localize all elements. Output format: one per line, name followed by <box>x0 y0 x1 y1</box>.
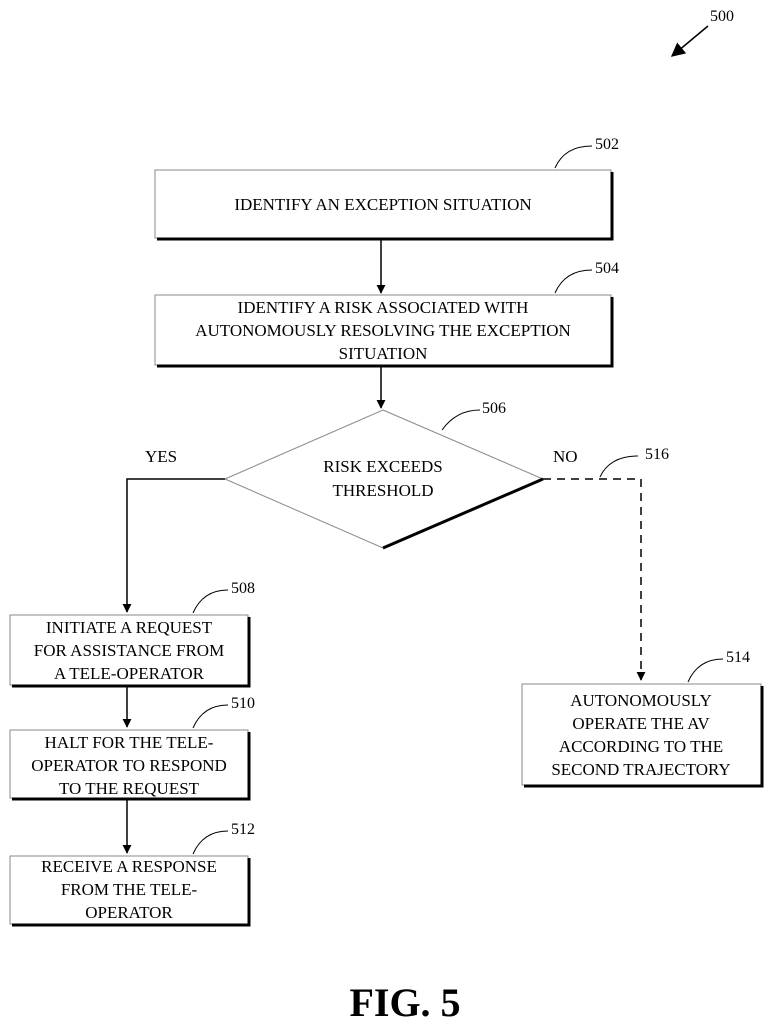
figure-ref-arrow <box>672 26 708 56</box>
decision-506-text-line-2: THRESHOLD <box>332 481 433 500</box>
decision-506-diamond: RISK EXCEEDS THRESHOLD <box>225 410 543 548</box>
step-512-text-line-3: OPERATOR <box>85 903 173 922</box>
step-508-ref: 508 <box>231 580 255 597</box>
step-510-text-line-3: TO THE REQUEST <box>59 779 200 798</box>
step-514-leader <box>688 659 723 682</box>
step-512-ref: 512 <box>231 821 255 838</box>
step-504-ref: 504 <box>595 260 619 277</box>
step-510-box: HALT FOR THE TELE- OPERATOR TO RESPOND T… <box>10 730 249 799</box>
step-504-text-line-1: IDENTIFY A RISK ASSOCIATED WITH <box>238 298 529 317</box>
step-514-text-line-3: ACCORDING TO THE <box>559 737 723 756</box>
no-branch-dashed-arrow <box>543 479 641 680</box>
step-502-ref: 502 <box>595 136 619 153</box>
step-504-text-line-3: SITUATION <box>339 344 428 363</box>
step-508-text-line-1: INITIATE A REQUEST <box>46 618 213 637</box>
decision-506-ref: 506 <box>482 400 506 417</box>
step-504-text-line-2: AUTONOMOUSLY RESOLVING THE EXCEPTION <box>195 321 571 340</box>
step-508-leader <box>193 590 228 613</box>
figure-caption: FIG. 5 <box>349 980 460 1024</box>
step-502-box: IDENTIFY AN EXCEPTION SITUATION <box>155 170 612 239</box>
step-502-leader <box>555 146 592 168</box>
step-512-text-line-1: RECEIVE A RESPONSE <box>41 857 217 876</box>
yes-branch-label: YES <box>145 447 177 466</box>
step-512-box: RECEIVE A RESPONSE FROM THE TELE- OPERAT… <box>10 856 249 925</box>
no-branch-leader <box>600 456 638 477</box>
step-510-ref: 510 <box>231 695 255 712</box>
step-504-box: IDENTIFY A RISK ASSOCIATED WITH AUTONOMO… <box>155 295 612 366</box>
step-504-leader <box>555 270 592 293</box>
step-510-leader <box>193 705 228 728</box>
no-branch-ref: 516 <box>645 446 669 463</box>
step-508-box: INITIATE A REQUEST FOR ASSISTANCE FROM A… <box>10 615 249 686</box>
step-514-box: AUTONOMOUSLY OPERATE THE AV ACCORDING TO… <box>522 684 762 786</box>
decision-506-leader <box>442 410 480 430</box>
no-branch-label: NO <box>553 447 578 466</box>
step-502-text-line-1: IDENTIFY AN EXCEPTION SITUATION <box>234 195 531 214</box>
figure-ref-label: 500 <box>710 8 734 25</box>
step-514-text-line-4: SECOND TRAJECTORY <box>551 760 730 779</box>
decision-506-text-line-1: RISK EXCEEDS <box>323 457 442 476</box>
step-510-text-line-1: HALT FOR THE TELE- <box>45 733 214 752</box>
step-512-leader <box>193 831 228 854</box>
step-514-text-line-2: OPERATE THE AV <box>572 714 710 733</box>
step-510-text-line-2: OPERATOR TO RESPOND <box>31 756 227 775</box>
step-512-text-line-2: FROM THE TELE- <box>61 880 198 899</box>
yes-branch-arrow <box>127 479 225 612</box>
step-508-text-line-3: A TELE-OPERATOR <box>54 664 205 683</box>
step-514-text-line-1: AUTONOMOUSLY <box>570 691 712 710</box>
step-508-text-line-2: FOR ASSISTANCE FROM <box>34 641 224 660</box>
step-514-ref: 514 <box>726 649 750 666</box>
